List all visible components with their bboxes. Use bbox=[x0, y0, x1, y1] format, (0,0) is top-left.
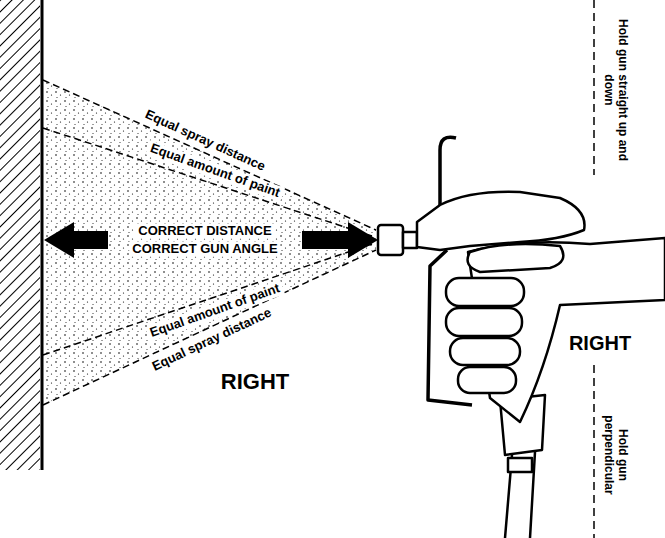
distance-label: CORRECT DISTANCE bbox=[135, 224, 274, 239]
right-label: RIGHT bbox=[221, 369, 289, 394]
axis-lines bbox=[593, 0, 595, 538]
right-label: RIGHT bbox=[569, 332, 631, 355]
gun-hold-note: Hold gun perpendicular bbox=[601, 408, 629, 503]
angle-label: CORRECT GUN ANGLE bbox=[129, 242, 280, 257]
distance-arrows bbox=[44, 222, 378, 258]
gun-hold-note: Hold gun straight up and down bbox=[601, 15, 629, 165]
spray-gun bbox=[378, 137, 585, 538]
wall bbox=[0, 0, 42, 470]
hand bbox=[446, 238, 665, 422]
